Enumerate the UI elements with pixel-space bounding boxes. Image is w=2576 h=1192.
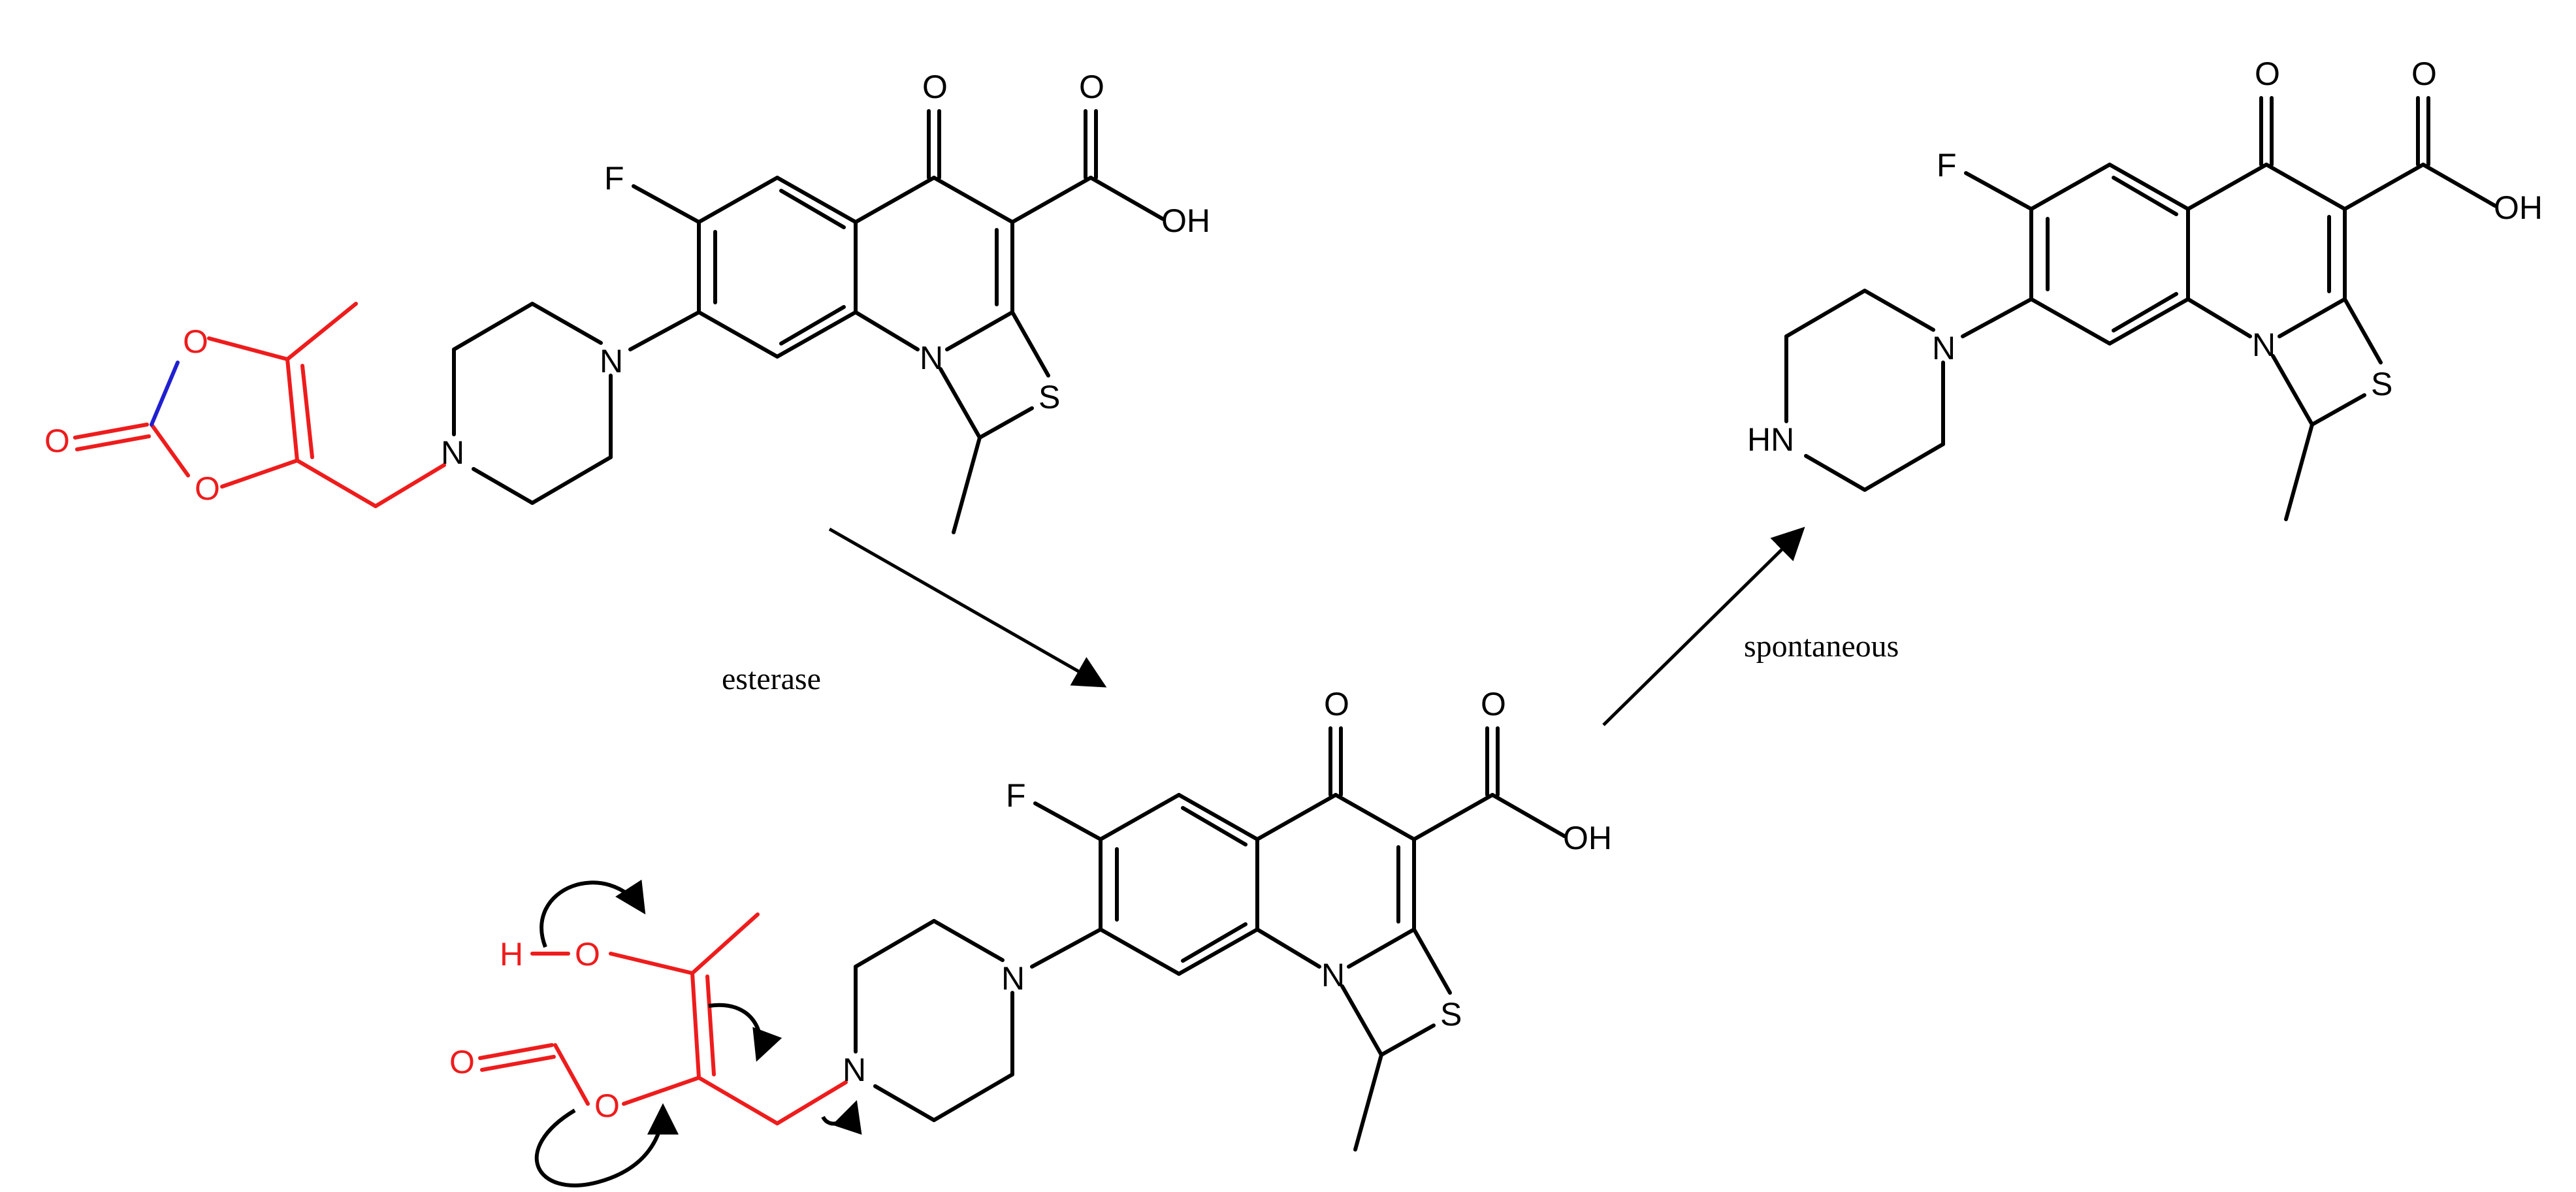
spontaneous-label: spontaneous <box>1744 629 1899 664</box>
atom-o-carbonyl-3: O <box>2411 56 2437 92</box>
atom-n-ring-2: N <box>1321 957 1345 993</box>
esterase-arrow <box>828 527 1107 688</box>
atom-o-carbonyl: O <box>1079 69 1104 105</box>
atom-n-ring: N <box>920 340 943 376</box>
atom-o-enol: O <box>575 936 600 973</box>
atom-s-3: S <box>2371 366 2392 402</box>
atom-f-3: F <box>1937 147 1957 184</box>
atom-s: S <box>1038 379 1060 415</box>
atom-o-aldehyde: O <box>449 1044 475 1080</box>
atom-hn: HN <box>1747 421 1794 458</box>
atom-o-ketone-3: O <box>2255 56 2280 92</box>
atom-s-2: S <box>1440 996 1462 1033</box>
atom-n-piperazine-3: N <box>1001 960 1025 997</box>
atom-oh-2: OH <box>1563 820 1612 856</box>
product-molecule: O O OH F N HN N S <box>1747 56 2543 521</box>
atom-n-piperazine-2: N <box>441 434 464 471</box>
intermediate-molecule: O O OH F N N N S H O O O <box>449 686 1612 1187</box>
spontaneous-arrow <box>1602 526 1805 726</box>
atom-o-carbonyl-dioxolone: O <box>44 423 70 459</box>
atom-o-dioxolone-1: O <box>183 323 208 360</box>
atom-oh-3: OH <box>2494 189 2543 226</box>
atom-o-carbonyl-2: O <box>1481 686 1506 722</box>
atom-o-ketone: O <box>922 69 948 105</box>
atom-o-ketone-2: O <box>1324 686 1349 722</box>
atom-f-2: F <box>1006 777 1026 814</box>
atom-n-piperazine: N <box>600 343 623 379</box>
esterase-label: esterase <box>722 662 821 696</box>
atom-n-ring-3: N <box>2252 327 2276 363</box>
atom-n-piperazine-4: N <box>843 1052 866 1088</box>
atom-o-dioxolone-2: O <box>195 470 220 507</box>
atom-h: H <box>500 936 523 973</box>
prodrug-molecule: O O OH F N N N S O O O <box>44 69 1210 534</box>
atom-o-ester: O <box>594 1087 620 1124</box>
atom-f: F <box>604 160 624 197</box>
atom-oh: OH <box>1161 202 1210 239</box>
atom-n-piperazine-5: N <box>1932 330 1956 366</box>
